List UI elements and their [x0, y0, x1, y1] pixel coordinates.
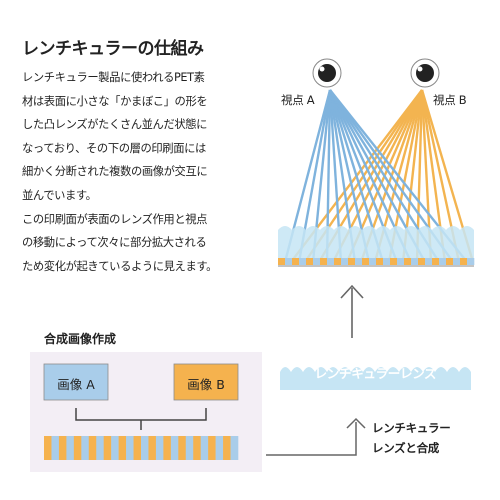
- composite-title: 合成画像作成: [44, 332, 117, 346]
- print-stripe: [355, 258, 363, 265]
- print-stripe: [299, 258, 307, 265]
- eye-a-icon: [312, 58, 342, 88]
- print-stripe: [404, 258, 412, 265]
- combine-label-line: レンチキュラー: [372, 421, 451, 435]
- print-stripe: [278, 258, 286, 265]
- lens-label: レンチキュラーレンズ: [314, 366, 437, 381]
- print-stripe: [369, 258, 377, 265]
- print-stripe: [425, 258, 433, 265]
- print-stripe: [467, 258, 475, 265]
- composite-stripe: [170, 436, 179, 460]
- print-stripe: [376, 258, 384, 265]
- connector-arrowhead: [346, 417, 366, 429]
- composite-stripe: [163, 436, 172, 460]
- composite-stripe: [73, 436, 82, 460]
- print-stripe: [432, 258, 440, 265]
- image-b-label: 画像 B: [187, 377, 225, 392]
- composite-stripe: [141, 436, 149, 460]
- print-stripe: [397, 258, 405, 265]
- description-line: 並んでいます。: [22, 188, 97, 202]
- composite-stripe: [223, 436, 231, 460]
- description-line: した凸レンズがたくさん並んだ状態に: [22, 118, 208, 132]
- print-stripe: [320, 258, 328, 265]
- composite-stripe: [96, 436, 104, 460]
- composite-stripe: [58, 436, 67, 460]
- composite-stripe: [88, 436, 97, 460]
- page-title: レンチキュラーの仕組み: [22, 39, 204, 59]
- image-a-box: [43, 363, 109, 401]
- description-line: の移動によって次々に部分拡大される: [22, 236, 207, 250]
- combine-label-line: レンズと合成: [372, 441, 439, 455]
- composite-stripe: [193, 436, 201, 460]
- print-stripe: [348, 258, 356, 265]
- print-stripe: [460, 258, 468, 265]
- composite-stripe: [230, 436, 239, 460]
- composite-stripe: [178, 436, 187, 460]
- composite-stripe: [111, 436, 119, 460]
- composite-stripe: [215, 436, 224, 460]
- composite-stripes: [44, 436, 239, 460]
- print-stripe: [341, 258, 349, 265]
- print-stripe: [285, 258, 293, 265]
- composite-stripe: [44, 436, 52, 460]
- image-b-box: [173, 363, 239, 401]
- print-stripe: [439, 258, 447, 265]
- image-a-label: 画像 A: [57, 377, 95, 392]
- eye-b-icon: [410, 58, 440, 88]
- combine-label: レンチキュラー レンズと合成: [372, 418, 492, 458]
- merge-bracket: [75, 408, 207, 430]
- composite-stripe: [103, 436, 112, 460]
- composite-stripe: [51, 436, 60, 460]
- print-stripe: [292, 258, 300, 265]
- lens-surface: [278, 226, 474, 258]
- print-stripe: [327, 258, 335, 265]
- composite-stripe: [126, 436, 134, 460]
- description-line: 細かく分断された複数の画像が交互に: [22, 165, 208, 179]
- description-text: レンチキュラー製品に使われるPET素 材は表面に小さな「かまぼこ」の形を した凸…: [22, 66, 254, 278]
- description-line: この印刷面が表面のレンズ作用と視点: [22, 212, 208, 226]
- print-stripe: [418, 258, 426, 265]
- composite-stripe: [148, 436, 157, 460]
- eye-a-label: 視点 A: [281, 93, 315, 107]
- description-line: 材は表面に小さな「かまぼこ」の形を: [22, 94, 208, 108]
- composite-stripe: [155, 436, 164, 460]
- description-line: なっており、その下の層の印刷面には: [22, 141, 206, 155]
- lens-strip: [280, 367, 471, 390]
- print-stripe: [446, 258, 454, 265]
- print-stripe: [383, 258, 391, 265]
- description-line: ため変化が起きているように見えます。: [22, 259, 218, 273]
- composite-stripe: [81, 436, 90, 460]
- up-arrow: [340, 284, 364, 338]
- printed-layer: [278, 258, 475, 265]
- print-stripe: [306, 258, 314, 265]
- print-stripe: [390, 258, 398, 265]
- eye-b-label: 視点 B: [433, 93, 467, 107]
- connector-line: [266, 422, 357, 456]
- description-line: レンチキュラー製品に使われるPET素: [22, 71, 205, 84]
- composite-stripe: [118, 436, 127, 460]
- composite-stripe: [66, 436, 75, 460]
- composite-stripe: [133, 436, 142, 460]
- print-stripe: [334, 258, 342, 265]
- composite-stripe: [208, 436, 216, 460]
- print-stripe: [362, 258, 370, 265]
- print-stripe: [411, 258, 419, 265]
- print-stripe: [313, 258, 321, 265]
- print-stripe: [453, 258, 461, 265]
- composite-stripe: [185, 436, 194, 460]
- composite-stripe: [200, 436, 209, 460]
